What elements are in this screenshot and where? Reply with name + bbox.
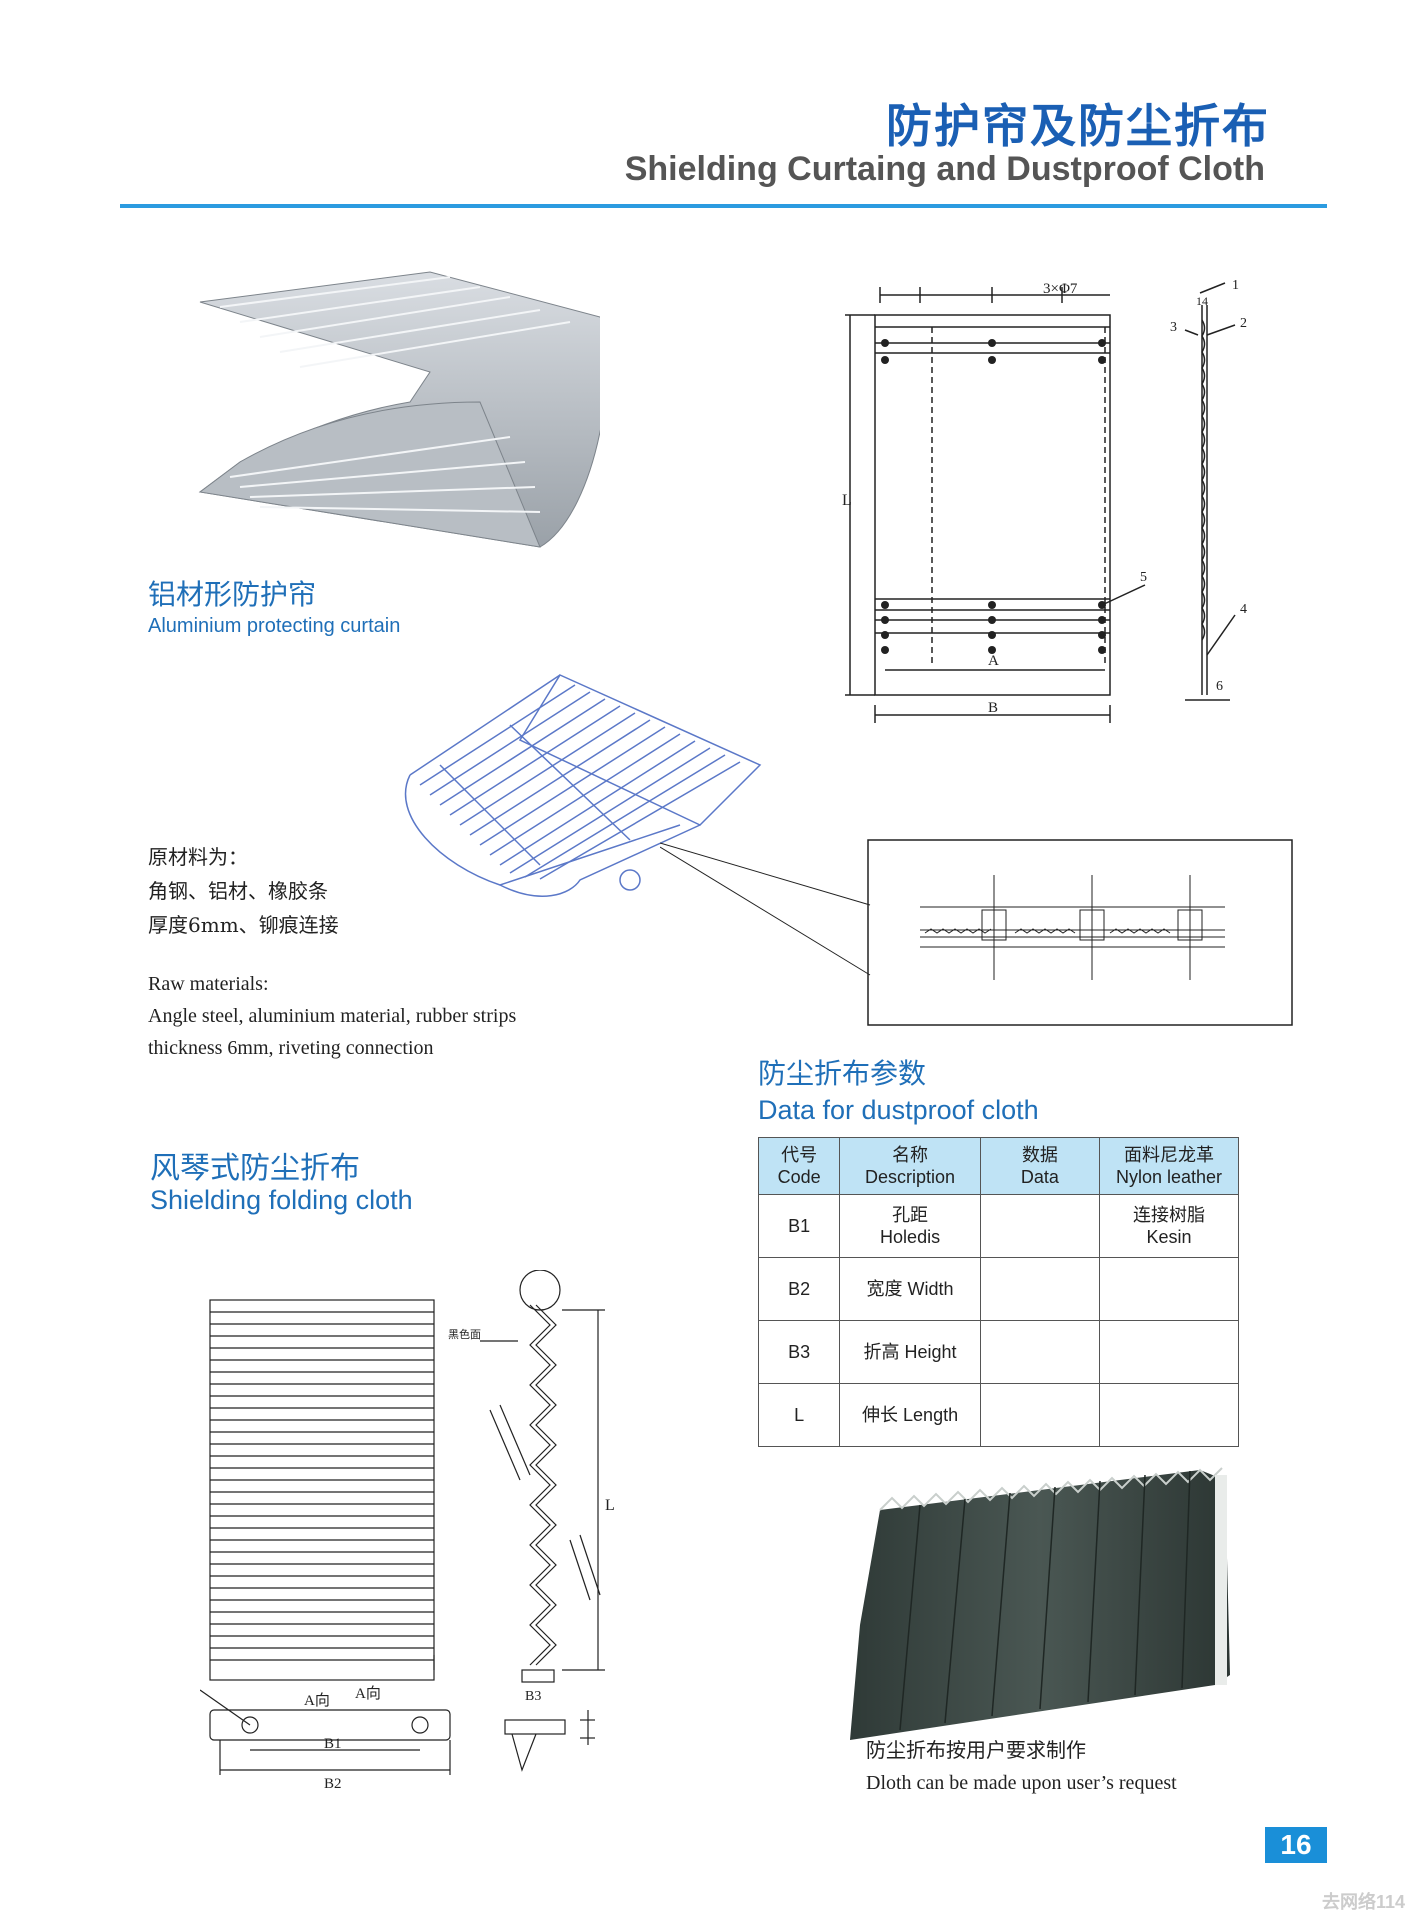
dustproof-title-en: Data for dustproof cloth: [758, 1095, 1039, 1125]
page-title-en: Shielding Curtaing and Dustproof Cloth: [624, 150, 1265, 188]
folding-label-l: L: [605, 1497, 615, 1514]
label-a-dir-1: A向: [304, 1692, 330, 1709]
dustproof-note-en: Dloth can be made upon user’s request: [866, 1772, 1177, 1794]
table-cell-desc: 折高 Height: [839, 1320, 981, 1384]
table-cell-data: [979, 1257, 1101, 1321]
dustproof-title-cn: 防尘折布参数: [758, 1057, 927, 1090]
detail-callout: [660, 839, 1293, 1026]
table-cell-data: [979, 1320, 1101, 1384]
drawing-label-l: L: [842, 492, 852, 509]
folding-cloth-drawing: 黑色面 L A向 A向 B1 B2 B3: [200, 1270, 615, 1792]
drawing-label-b: B: [988, 700, 998, 716]
materials-en-line: thickness 6mm, riveting connection: [148, 1037, 434, 1059]
materials-en: Raw materials: Angle steel, aluminium ma…: [148, 968, 516, 1064]
page-number-badge: 16: [1265, 1827, 1327, 1863]
table-row: L 伸长 Length: [757, 1383, 1239, 1447]
folding-caption-cn: 风琴式防尘折布: [150, 1151, 360, 1186]
drawing-label-4: 4: [1240, 602, 1247, 617]
label-b1: B1: [324, 1736, 342, 1752]
label-a-dir-2: A向: [355, 1685, 381, 1702]
table-cell-code: L: [757, 1383, 841, 1447]
table-cell-material: [1099, 1320, 1239, 1384]
label-b3: B3: [525, 1689, 541, 1704]
watermark: 去网络114: [1321, 1892, 1405, 1912]
folding-caption-en: Shielding folding cloth: [150, 1185, 413, 1215]
materials-cn-line: 厚度6mm、铆痕连接: [148, 913, 339, 937]
drawing-label-5: 5: [1140, 570, 1147, 585]
label-black-face: 黑色面: [448, 1327, 481, 1341]
table-cell-data: [979, 1194, 1101, 1258]
drawing-label-2: 2: [1240, 316, 1247, 331]
materials-cn: 原材料为： 角钢、铝材、橡胶条 厚度6mm、铆痕连接: [148, 840, 339, 942]
curtain-technical-drawing: 3×Φ7 L A B 1 2 3 4 5 6 14: [842, 278, 1247, 723]
header-rule: [120, 204, 1327, 208]
label-b2: B2: [324, 1776, 342, 1792]
table-cell-data: [979, 1383, 1101, 1447]
table-cell-code: B3: [757, 1320, 841, 1384]
table-cell-desc: 宽度 Width: [839, 1257, 981, 1321]
drawing-label-6: 6: [1216, 679, 1223, 694]
wireframe-curtain-illustration: [404, 674, 762, 897]
table-cell-material: [1099, 1383, 1239, 1447]
drawing-label-3: 3: [1170, 320, 1177, 335]
materials-en-line: Angle steel, aluminium material, rubber …: [148, 1005, 517, 1027]
aluminium-curtain-illustration: [198, 271, 600, 548]
drawing-label-a: A: [988, 653, 999, 669]
materials-cn-line: 角钢、铝材、橡胶条: [148, 879, 328, 903]
aluminium-caption-cn: 铝材形防护帘: [148, 578, 317, 611]
table-cell-code: B1: [757, 1194, 841, 1258]
materials-cn-line: 原材料为：: [148, 845, 248, 869]
aluminium-caption-en: Aluminium protecting curtain: [148, 615, 401, 637]
drawing-label-14: 14: [1196, 294, 1208, 308]
dustproof-note-cn: 防尘折布按用户要求制作: [866, 1738, 1086, 1762]
table-row: B2 宽度 Width: [757, 1257, 1239, 1321]
drawing-label-hole-spec: 3×Φ7: [1043, 281, 1078, 297]
table-row: B3 折高 Height: [757, 1320, 1239, 1384]
page-title-cn: 防护帘及防尘折布: [886, 99, 1270, 153]
materials-en-line: Raw materials:: [148, 973, 269, 995]
table-cell-code: B2: [757, 1257, 841, 1321]
pleated-cloth-photo: [850, 1467, 1230, 1740]
table-cell-desc: 伸长 Length: [839, 1383, 981, 1447]
table-cell-material: [1099, 1257, 1239, 1321]
drawing-label-1: 1: [1232, 278, 1239, 293]
